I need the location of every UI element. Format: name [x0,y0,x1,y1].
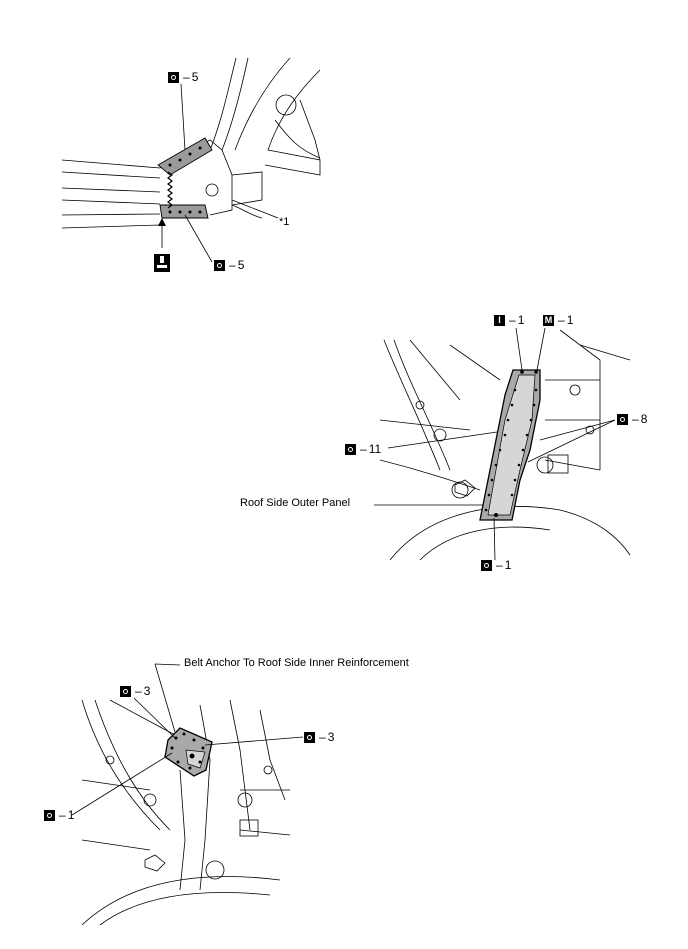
weld-symbol-icon [481,559,492,571]
weld-symbol-icon [168,71,179,83]
callout-number: 5 [237,258,245,272]
callout-number: 3 [327,730,335,744]
callout-3-b: – 3 [304,730,334,744]
part-label-belt-anchor: Belt Anchor To Roof Side Inner Reinforce… [184,657,409,669]
spot-welder-tool-icon [154,254,170,272]
callout-number: 8 [640,412,648,426]
callout-8: – 8 [617,412,647,426]
weld-symbol-icon [44,809,55,821]
weld-symbol-icon [120,685,131,697]
callout-bottom-5: – 5 [214,258,244,272]
part-label-roof-side-outer-panel: Roof Side Outer Panel [240,497,351,509]
callout-number: 5 [191,70,199,84]
weld-symbol-icon [617,413,628,425]
callout-i-1: I – 1 [494,313,524,327]
callout-number: 1 [67,808,75,822]
callout-number: 3 [143,684,151,698]
callout-3-a: – 3 [120,684,150,698]
reference-label: *1 [279,216,290,228]
callout-number: 11 [368,442,382,456]
callout-number: 1 [504,558,512,572]
callout-1: – 1 [481,558,511,572]
callout-number: 1 [566,313,574,327]
callout-11: – 11 [345,442,381,456]
weld-type-symbol: I [494,314,505,326]
weld-symbol-icon [214,259,225,271]
weld-type-symbol: M [543,314,554,326]
callout-m-1: M – 1 [543,313,574,327]
callout-number: 1 [517,313,525,327]
callout-1-fig3: – 1 [44,808,74,822]
callout-top-5: – 5 [168,70,198,84]
weld-symbol-icon [345,443,356,455]
weld-symbol-icon [304,731,315,743]
